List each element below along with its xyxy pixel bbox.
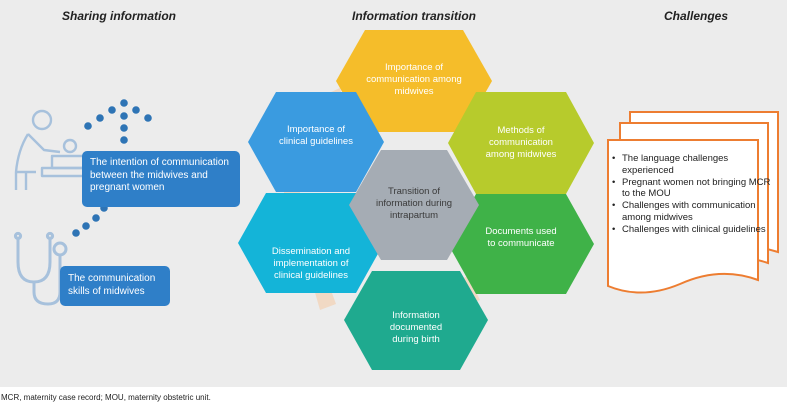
dot: [108, 106, 116, 114]
heading-challenges: Challenges: [664, 9, 729, 23]
dot: [120, 112, 128, 120]
challenge-item: The language challenges experienced: [612, 153, 772, 177]
hex-upper-left: [248, 92, 384, 192]
hex-label-top: Importance of communication among midwiv…: [366, 62, 462, 97]
hex-center: [349, 150, 479, 260]
dot: [82, 222, 90, 230]
hex-top: [336, 30, 492, 132]
communication-skills-box: The communication skills of midwives: [60, 266, 170, 306]
dots-arrow-icon: [84, 99, 152, 144]
hex-label-lower-left: Dissemination and implementation of clin…: [271, 246, 351, 281]
challenge-item: Challenges with communication among midw…: [612, 200, 772, 224]
challenges-list: The language challenges experienced Preg…: [612, 153, 772, 236]
heading-sharing-information: Sharing information: [62, 9, 176, 23]
dot: [84, 122, 92, 130]
hex-label-lower-right: Documents used to communicate: [485, 226, 557, 249]
intention-of-communication-box: The intention of communication between t…: [82, 151, 240, 207]
dots-trail-icon: [72, 204, 108, 237]
dot: [132, 106, 140, 114]
dot: [144, 114, 152, 122]
dot: [120, 99, 128, 107]
challenge-item: Challenges with clinical guidelines: [612, 224, 772, 236]
dot: [72, 229, 80, 237]
dot: [120, 136, 128, 144]
dot: [120, 124, 128, 132]
dot: [96, 114, 104, 122]
footnote: MCR, maternity case record; MOU, materni…: [1, 393, 211, 402]
dot: [92, 214, 100, 222]
hex-lower-right: [448, 194, 594, 294]
hex-label-upper-right: Methods of communication among midwives: [485, 125, 557, 160]
hex-label-center: Transition of information during intrapa…: [375, 186, 453, 221]
hex-upper-right: [448, 92, 594, 194]
hex-label-bottom: Information documented during birth: [389, 310, 443, 345]
hex-label-upper-left: Importance of clinical guidelines: [279, 124, 353, 147]
hex-bottom: [344, 271, 488, 370]
stethoscope-icon: [13, 231, 68, 306]
heading-information-transition: Information transition: [352, 9, 476, 23]
hex-lower-left: [238, 193, 384, 293]
challenge-item: Pregnant women not bringing MCR to the M…: [612, 177, 772, 201]
